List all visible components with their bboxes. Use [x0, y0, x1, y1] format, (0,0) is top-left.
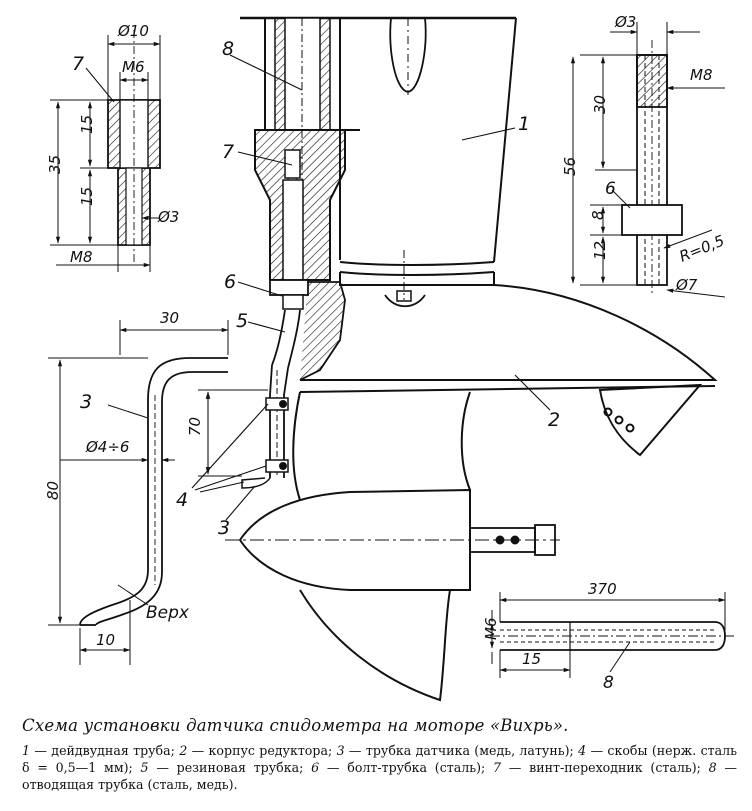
label-part-3-left: 3: [80, 391, 92, 413]
legend-item: 8 — отводящая трубка (сталь, медь).: [22, 760, 738, 792]
legend-item: 2 — корпус редуктора;: [179, 743, 337, 758]
dim-10: 10: [96, 631, 115, 649]
label-part-1: 1: [518, 113, 530, 135]
detail-outlet-labels: 370 M6 15 8: [482, 580, 617, 693]
label-part-3-lower: 3: [218, 517, 230, 539]
legend-item: 6 — болт-трубка (сталь);: [311, 760, 493, 775]
detail-sensor-tube: [48, 320, 229, 665]
dim-70: 70: [186, 417, 204, 436]
legend-item: 1 — дейдвудная труба;: [22, 743, 180, 758]
dim-15-outlet: 15: [522, 650, 541, 668]
dim-radius: R=0,5: [677, 231, 727, 265]
label-part-4: 4: [176, 489, 188, 511]
dim-dia3-top: Ø3: [614, 13, 636, 31]
dim-dia3-hole: Ø3: [157, 208, 179, 226]
detail-tube-labels: 30 3 Ø4÷6 80 Верх 10: [44, 309, 190, 649]
detail-outlet-tube: [489, 592, 735, 678]
label-part-7-detail: 7: [72, 53, 84, 75]
detail-adapter-screw: [50, 30, 161, 272]
detail-bolt-tube: [570, 22, 726, 298]
dim-12: 12: [591, 241, 609, 260]
label-top-marker: Верх: [146, 603, 190, 623]
dim-80: 80: [44, 481, 62, 500]
dim-370: 370: [588, 580, 617, 598]
motor-lower-unit: [225, 16, 718, 702]
dim-30-right: 30: [591, 95, 609, 114]
dim-15-lower: 15: [78, 187, 96, 206]
label-part-6-detail: 6: [605, 179, 616, 199]
label-part-6: 6: [224, 271, 236, 293]
dim-35: 35: [46, 155, 64, 174]
main-leaders: [191, 54, 551, 521]
dim-8: 8: [589, 210, 607, 220]
legend-item: 4 — скобы (нерж. сталь δ = 0,5—1 мм);: [22, 743, 738, 775]
figure-caption: Схема установки датчика спидометра на мо…: [22, 716, 737, 793]
dim-m8: M8: [690, 66, 713, 84]
dim-m6-top: M6: [122, 58, 145, 76]
dim-56: 56: [561, 157, 579, 176]
label-part-2: 2: [548, 409, 560, 431]
legend-item: 7 — винт-переходник (сталь);: [493, 760, 709, 775]
label-part-7: 7: [222, 141, 234, 163]
speedometer-sensor-diagram: 8 7 6 5 1 2 4 3 70 Ø10 M6: [44, 13, 735, 702]
caption-title: Схема установки датчика спидометра на мо…: [22, 716, 569, 735]
dim-dia4-6: Ø4÷6: [85, 438, 129, 456]
label-part-8: 8: [222, 38, 234, 60]
label-part-5: 5: [236, 310, 248, 332]
legend-item: 3 — трубка датчика (медь, латунь);: [336, 743, 579, 758]
sensor-installation: [241, 17, 360, 489]
dim-30-tube: 30: [160, 309, 179, 327]
label-part-8-detail: 8: [603, 673, 614, 693]
dim-15-upper: 15: [78, 115, 96, 134]
dim-m6-outlet: M6: [482, 618, 500, 641]
dim-dia10: Ø10: [117, 22, 149, 40]
main-labels: 8 7 6 5 1 2 4 3 70: [176, 38, 560, 539]
legend-item: 5 — резиновая трубка;: [140, 760, 312, 775]
detail-adapter-labels: Ø10 M6 7 15 15 35 Ø3 M8: [46, 22, 179, 266]
dim-dia7: Ø7: [675, 276, 698, 294]
dim-m8-bottom: M8: [70, 248, 93, 266]
legend: 1 — дейдвудная труба; 2 — корпус редукто…: [22, 742, 737, 793]
